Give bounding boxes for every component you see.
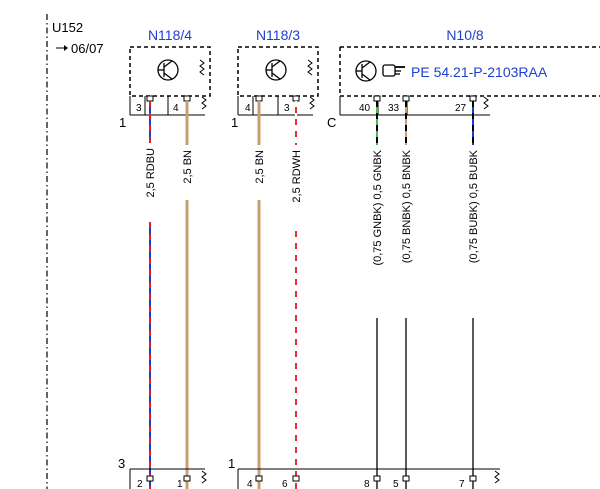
wire-group: 2,5 RDBU 2,5 BN 2,5 BN 2,5 RDWH (0,75 GNBK) … — [145, 95, 480, 489]
pin-marker — [373, 475, 381, 482]
spring-icon — [494, 470, 500, 484]
pin-marker — [292, 95, 300, 102]
variant-code: U152 — [52, 20, 83, 35]
component-n10-8-label: N10/8 — [446, 27, 484, 43]
component-n118-3 — [237, 46, 319, 116]
component-n118-4 — [129, 46, 211, 116]
bottom-connector — [129, 468, 500, 489]
pin-number: 2 — [137, 479, 143, 489]
wire-label: 2,5 RDWH — [291, 150, 303, 203]
pin-marker — [146, 95, 154, 102]
transistor-icon — [265, 59, 287, 81]
pin-number: 4 — [247, 479, 253, 489]
transistor-icon — [355, 60, 377, 82]
pin-number: 40 — [359, 103, 371, 114]
pin-marker — [146, 475, 154, 482]
wire-label: 2,5 BN — [254, 150, 266, 184]
pin-number: 3 — [136, 103, 142, 114]
pin-marker — [402, 95, 410, 102]
corner-label: 3 — [118, 456, 125, 471]
pin-number: 5 — [393, 479, 399, 489]
pin-number: 1 — [177, 479, 183, 489]
pin-number: 6 — [282, 479, 288, 489]
pin-marker — [469, 95, 477, 102]
component-n10-8: PE 54.21-P-2103RAA — [339, 46, 600, 116]
date-code: 06/07 — [71, 41, 104, 56]
corner-label: 1 — [228, 456, 235, 471]
pin-marker — [255, 95, 263, 102]
spring-icon — [309, 96, 315, 110]
wire-label: (0,75 BUBK) 0,5 BUBK — [468, 149, 480, 263]
pin-marker — [183, 95, 191, 102]
reference-link[interactable]: PE 54.21-P-2103RAA — [411, 64, 548, 80]
corner-label: 1 — [231, 115, 238, 130]
date-arrow-icon — [56, 45, 68, 51]
spring-icon — [201, 96, 207, 110]
pin-marker — [255, 475, 263, 482]
wire-label: (0,75 GNBK) 0,5 GNBK — [372, 149, 384, 265]
spring-icon — [307, 59, 313, 76]
pin-marker — [373, 95, 381, 102]
pointing-hand-icon[interactable] — [382, 64, 405, 77]
pin-marker — [469, 475, 477, 482]
pin-number: 3 — [284, 103, 290, 114]
spring-icon — [199, 59, 205, 76]
pin-marker — [292, 475, 300, 482]
pin-number: 4 — [173, 103, 179, 114]
transistor-icon — [157, 59, 179, 81]
corner-label: 1 — [119, 115, 126, 130]
corner-label: C — [327, 115, 336, 130]
pin-number: 7 — [459, 479, 465, 489]
pin-number: 8 — [364, 479, 370, 489]
spring-icon — [483, 96, 489, 110]
wire-label: 2,5 RDBU — [145, 148, 157, 198]
component-n118-3-label: N118/3 — [256, 27, 300, 43]
pin-number: 4 — [245, 103, 251, 114]
pin-marker — [183, 475, 191, 482]
pin-number: 33 — [388, 103, 400, 114]
component-n118-4-label: N118/4 — [148, 27, 192, 43]
spring-icon — [201, 470, 207, 484]
pin-number: 27 — [455, 103, 467, 114]
wire-label: 2,5 BN — [182, 150, 194, 184]
pin-marker — [402, 475, 410, 482]
wire-label: (0,75 BNBK) 0,5 BNBK — [401, 149, 413, 263]
